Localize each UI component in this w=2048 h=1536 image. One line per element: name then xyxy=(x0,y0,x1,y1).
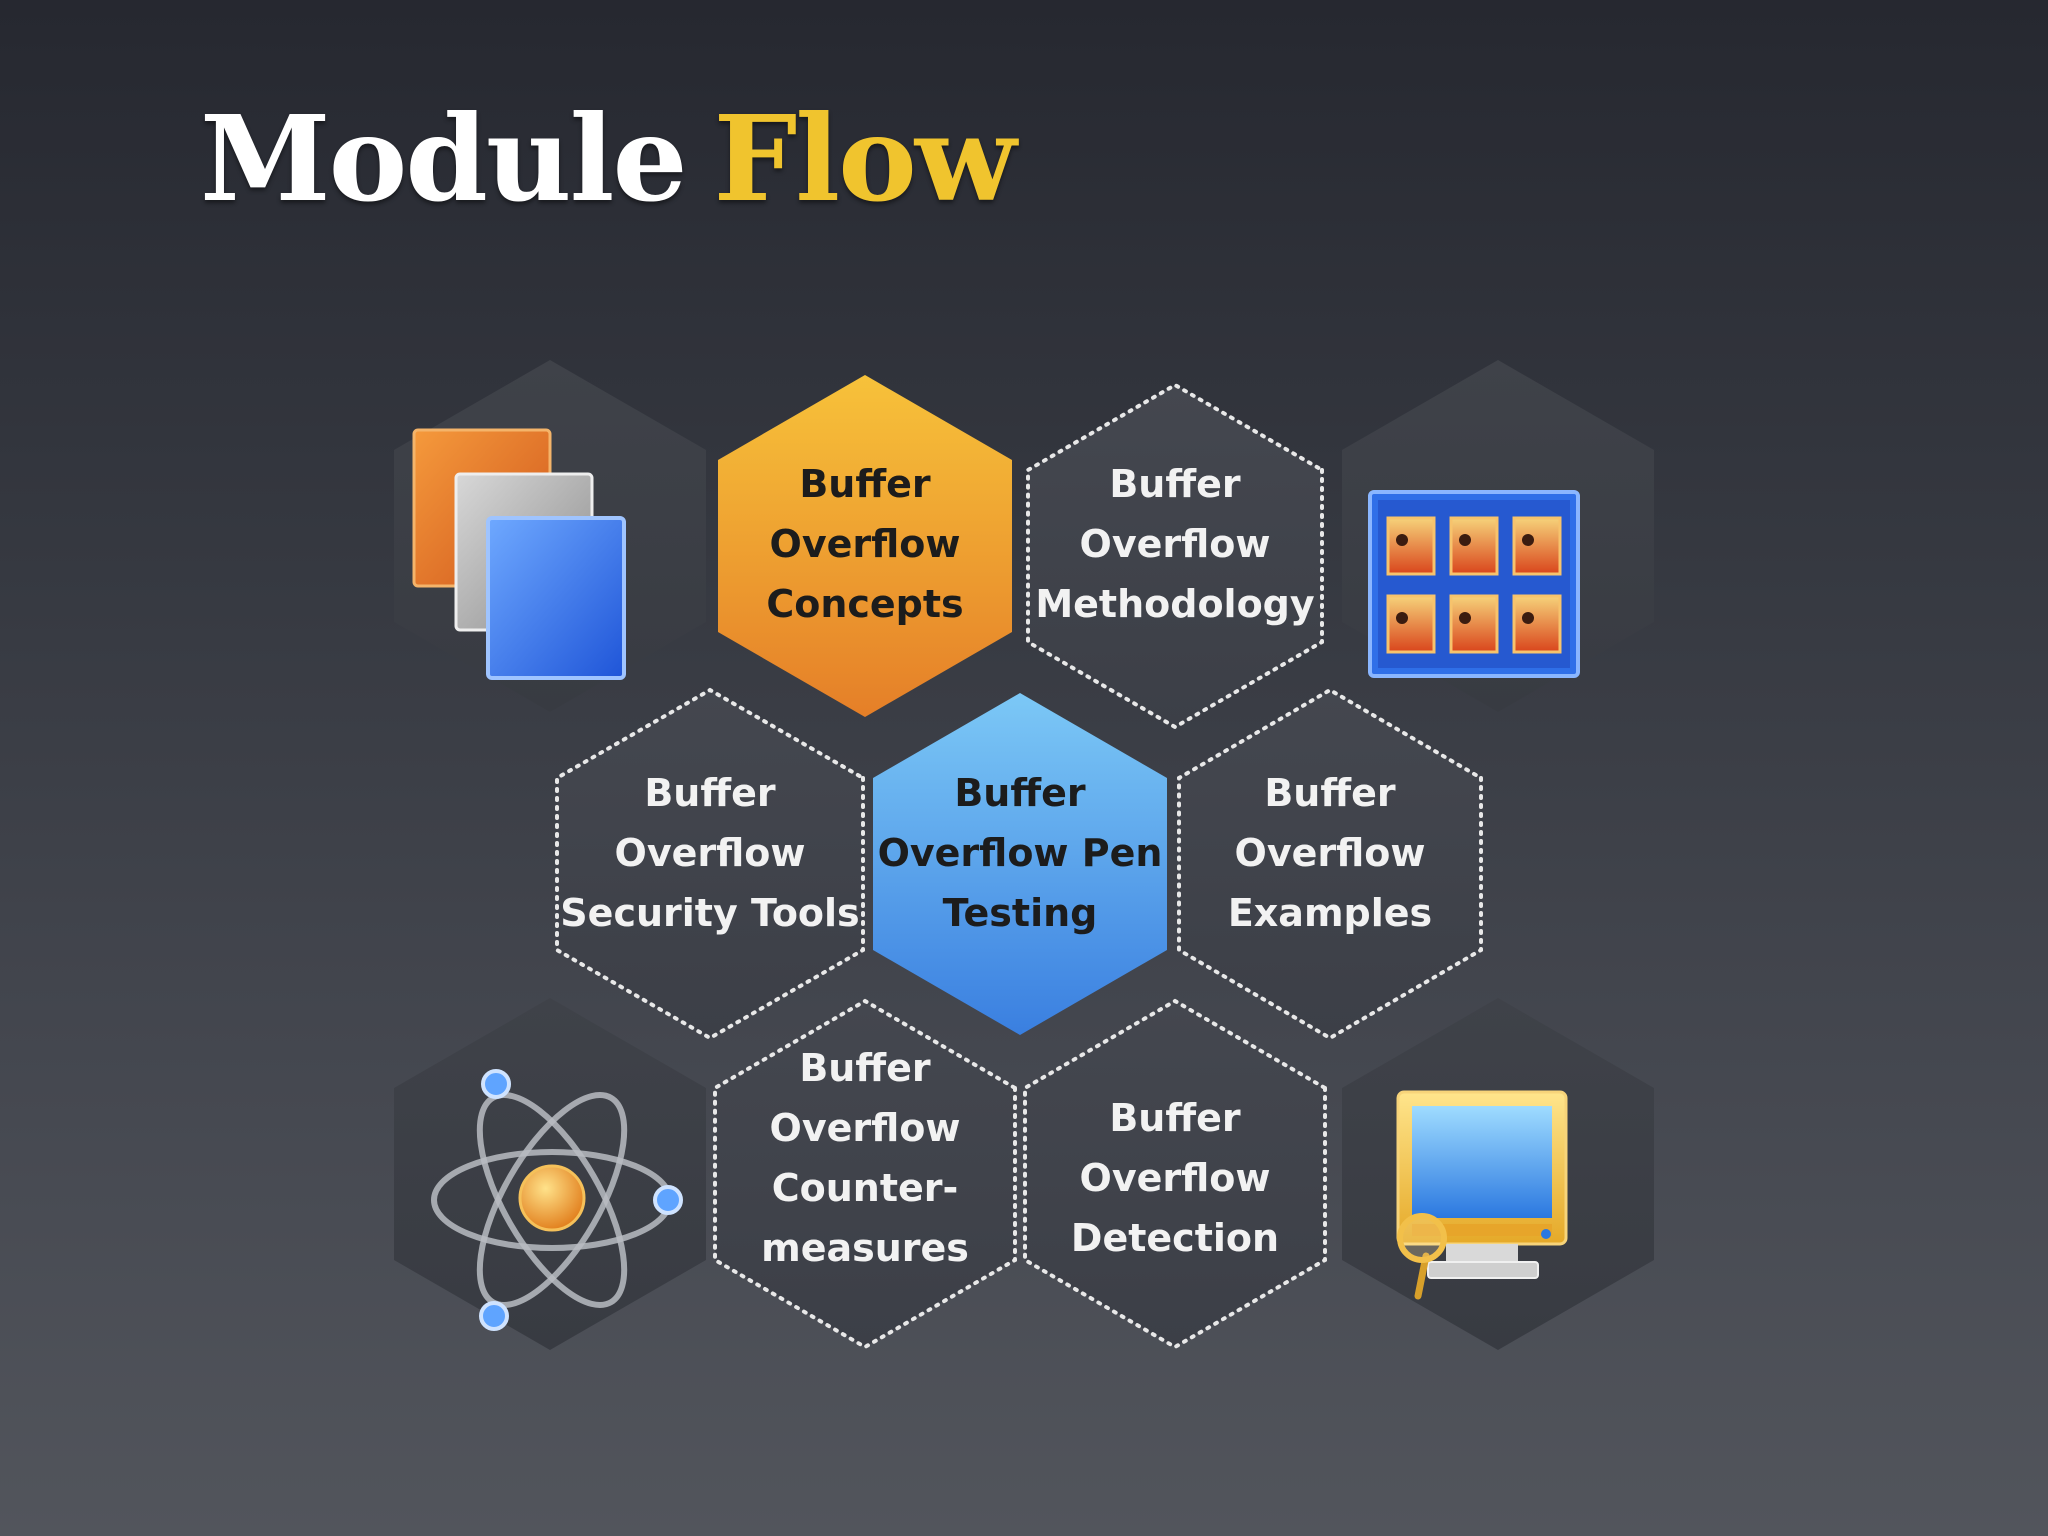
hex-label-line: Buffer xyxy=(1109,1096,1241,1140)
hex-label-line: Concepts xyxy=(766,582,963,626)
title-word-module: Module xyxy=(200,89,688,228)
hex-label-line: Counter- xyxy=(772,1166,959,1210)
title-word-flow: Flow xyxy=(713,89,1017,228)
hex-label-line: Overflow xyxy=(1080,1156,1271,1200)
hex-pen-testing-shape xyxy=(873,693,1167,1035)
hex-security-tools-shape xyxy=(555,687,865,1041)
hex-methodology-shape xyxy=(1026,382,1324,730)
stacked-pages-icon xyxy=(412,428,626,680)
image-grid-icon xyxy=(1368,490,1580,678)
hex-label-line: Overflow xyxy=(1080,522,1271,566)
hex-label-line: Overflow xyxy=(1235,831,1426,875)
hex-label-line: Buffer xyxy=(799,462,931,506)
hex-label-line: Overflow xyxy=(770,522,961,566)
hex-countermeasures-shape xyxy=(713,998,1017,1350)
hex-label-line: Overflow Pen xyxy=(878,831,1163,875)
hex-detection-shape xyxy=(1023,998,1327,1350)
hex-label-line: Buffer xyxy=(1264,771,1396,815)
hex-label-line: Detection xyxy=(1071,1216,1279,1260)
atom-icon xyxy=(431,1069,683,1331)
hex-label-line: Buffer xyxy=(799,1046,931,1090)
hex-label-line: measures xyxy=(761,1226,969,1270)
hex-concepts-shape xyxy=(718,375,1012,717)
hex-label-line: Examples xyxy=(1228,891,1432,935)
monitor-search-icon xyxy=(1396,1090,1568,1300)
hex-label-line: Buffer xyxy=(644,771,776,815)
hex-label-line: Overflow xyxy=(770,1106,961,1150)
hex-label-line: Buffer xyxy=(1109,462,1241,506)
hex-label-line: Buffer xyxy=(954,771,1086,815)
hex-label-line: Security Tools xyxy=(560,891,859,935)
hex-label-line: Overflow xyxy=(615,831,806,875)
hex-label-line: Testing xyxy=(943,891,1098,935)
hex-label-line: Methodology xyxy=(1035,582,1315,626)
hex-examples-shape xyxy=(1177,687,1483,1041)
